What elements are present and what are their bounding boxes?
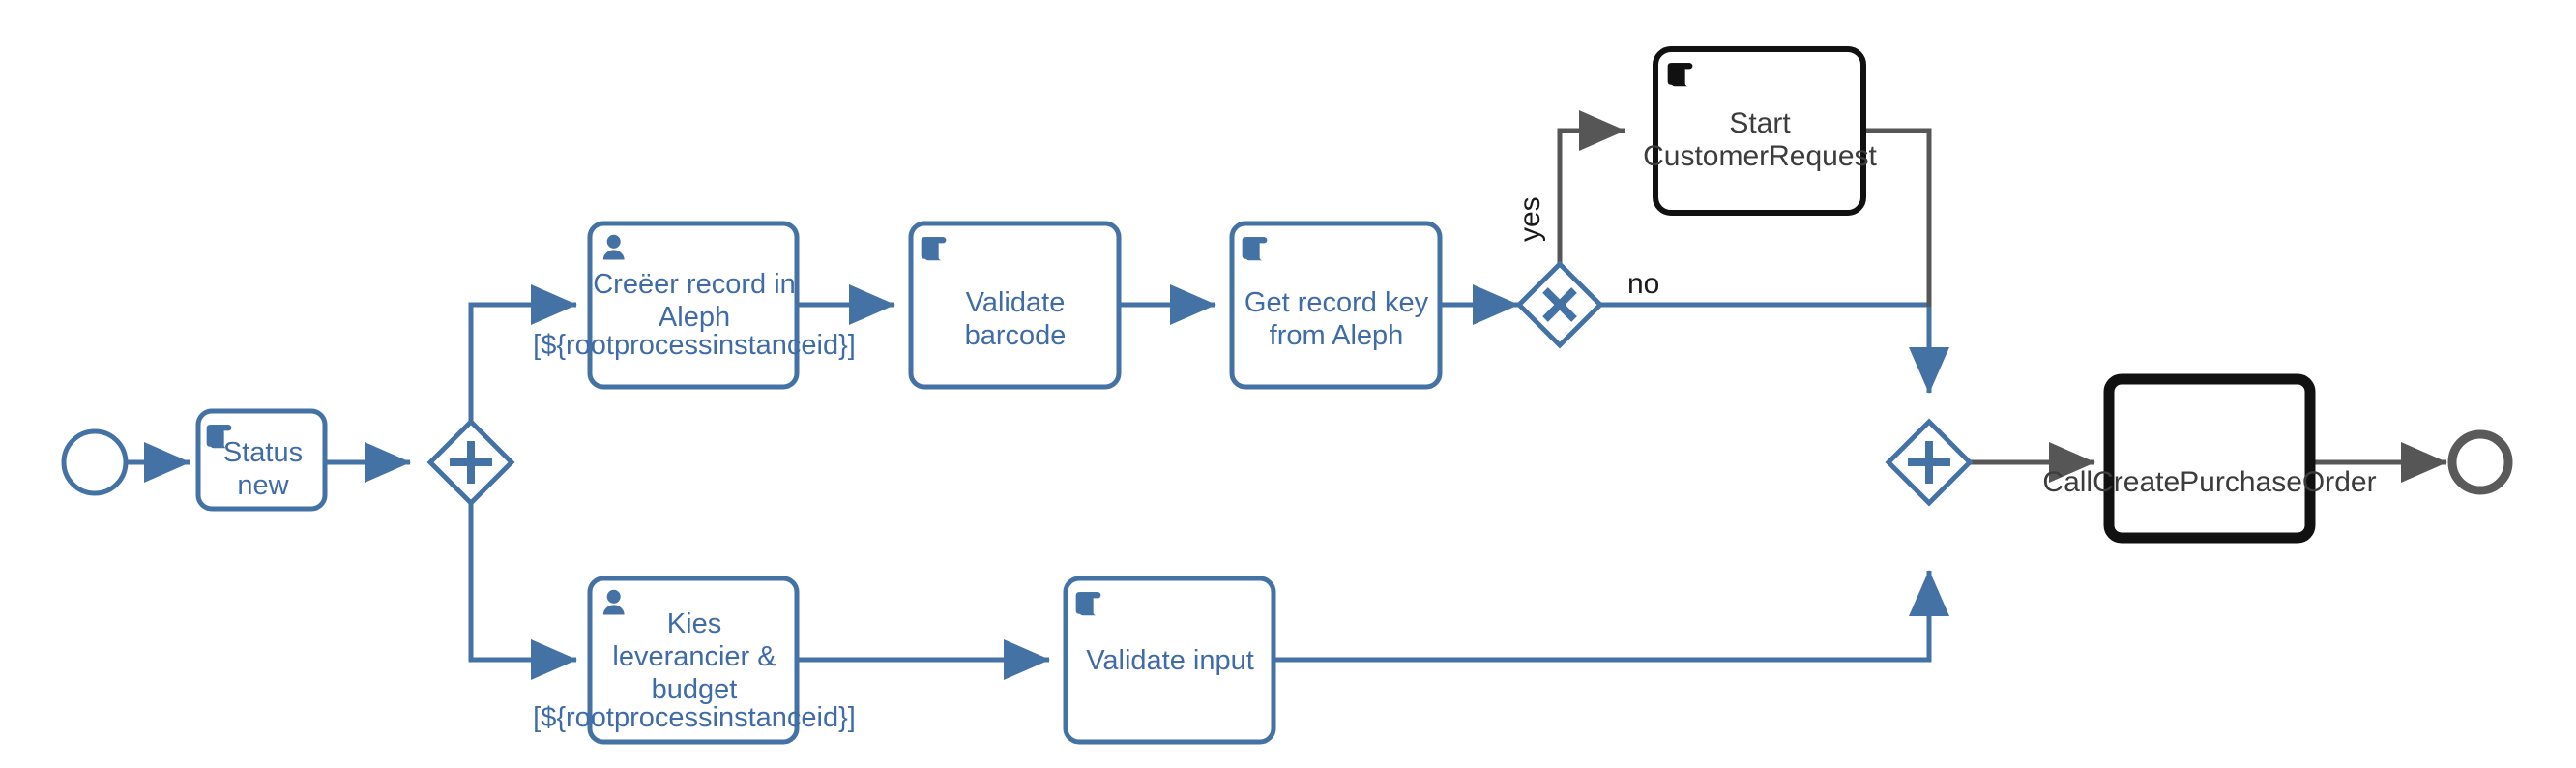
end-event[interactable] bbox=[2447, 429, 2513, 495]
task-callcreatepurchaseorder-box bbox=[2103, 373, 2316, 544]
start-event[interactable] bbox=[61, 428, 129, 496]
task-status-new-label-line-2: new bbox=[237, 470, 289, 501]
task-creeer-record-in-aleph[interactable]: Creëer record in Aleph [${rootprocessins… bbox=[533, 221, 856, 390]
plus-icon bbox=[1908, 441, 1950, 484]
task-validate-barcode-box bbox=[908, 221, 1122, 390]
task-status-new-box bbox=[195, 408, 328, 512]
parallel-join-gateway[interactable] bbox=[1885, 418, 1974, 507]
flow-split-to-creeer-record bbox=[468, 284, 578, 424]
flow-split-to-kies-leverancier bbox=[468, 501, 578, 681]
task-validate-barcode-label-line-2: barcode bbox=[965, 320, 1067, 351]
flow-exclusive-gateway-yes-to-start-customerrequest bbox=[1557, 110, 1626, 264]
plus-icon bbox=[450, 441, 492, 484]
task-start-customerrequest-box bbox=[1653, 46, 1866, 216]
flow-label-yes: yes bbox=[1514, 196, 1546, 242]
task-creeer-record-sublabel: [${rootprocessinstanceid}] bbox=[533, 330, 856, 361]
task-kies-leverancier-label-line-1: Kies bbox=[667, 608, 721, 639]
exclusive-gateway[interactable] bbox=[1515, 260, 1604, 349]
task-validate-input-box bbox=[1063, 576, 1276, 745]
task-status-new[interactable]: Status new bbox=[195, 408, 328, 512]
end-event-circle bbox=[2447, 429, 2513, 495]
task-kies-leverancier-sublabel: [${rootprocessinstanceid}] bbox=[533, 702, 856, 733]
task-get-record-key-label-line-2: from Aleph bbox=[1270, 320, 1404, 351]
task-validate-barcode-label-line-1: Validate bbox=[966, 287, 1066, 318]
task-kies-leverancier-label-line-2: leverancier & bbox=[612, 641, 776, 672]
task-validate-input[interactable]: Validate input bbox=[1063, 576, 1276, 745]
task-start-customerrequest-label-line-2: CustomerRequest bbox=[1643, 140, 1877, 172]
flow-exclusive-gateway-no-to-join bbox=[1601, 302, 1949, 395]
task-creeer-record-in-aleph-box bbox=[587, 221, 800, 390]
task-callcreatepurchaseorder[interactable]: CallCreatePurchaseOrder bbox=[2042, 373, 2377, 544]
start-event-circle bbox=[61, 428, 129, 496]
task-start-customerrequest-label-line-1: Start bbox=[1729, 107, 1791, 139]
task-validate-barcode[interactable]: Validate barcode bbox=[908, 221, 1122, 390]
task-status-new-label-line-1: Status bbox=[223, 437, 303, 468]
task-creeer-record-label-line-2: Aleph bbox=[659, 302, 730, 333]
flow-validate-input-to-join bbox=[1274, 569, 1950, 663]
task-kies-leverancier-budget[interactable]: Kies leverancier & budget [${rootprocess… bbox=[533, 576, 856, 745]
flow-label-no: no bbox=[1627, 268, 1659, 300]
task-validate-input-label: Validate input bbox=[1086, 645, 1254, 676]
task-callcreatepurchaseorder-label: CallCreatePurchaseOrder bbox=[2042, 466, 2376, 498]
task-get-record-key-label-line-1: Get record key bbox=[1244, 287, 1429, 318]
x-icon bbox=[1542, 287, 1577, 322]
task-creeer-record-label-line-1: Creëer record in bbox=[593, 269, 796, 300]
task-get-record-key-from-aleph[interactable]: Get record key from Aleph bbox=[1229, 221, 1443, 390]
task-start-customerrequest[interactable]: Start CustomerRequest bbox=[1643, 46, 1878, 216]
task-kies-leverancier-label-line-3: budget bbox=[652, 674, 738, 705]
parallel-split-gateway[interactable] bbox=[426, 418, 515, 507]
sequence-flow-layer: Start CustomerRequest --> parallel join … bbox=[128, 110, 2448, 681]
task-get-record-key-box bbox=[1229, 221, 1443, 390]
task-kies-leverancier-box bbox=[587, 576, 800, 745]
flow-start-customerrequest-to-join bbox=[1864, 128, 1932, 307]
